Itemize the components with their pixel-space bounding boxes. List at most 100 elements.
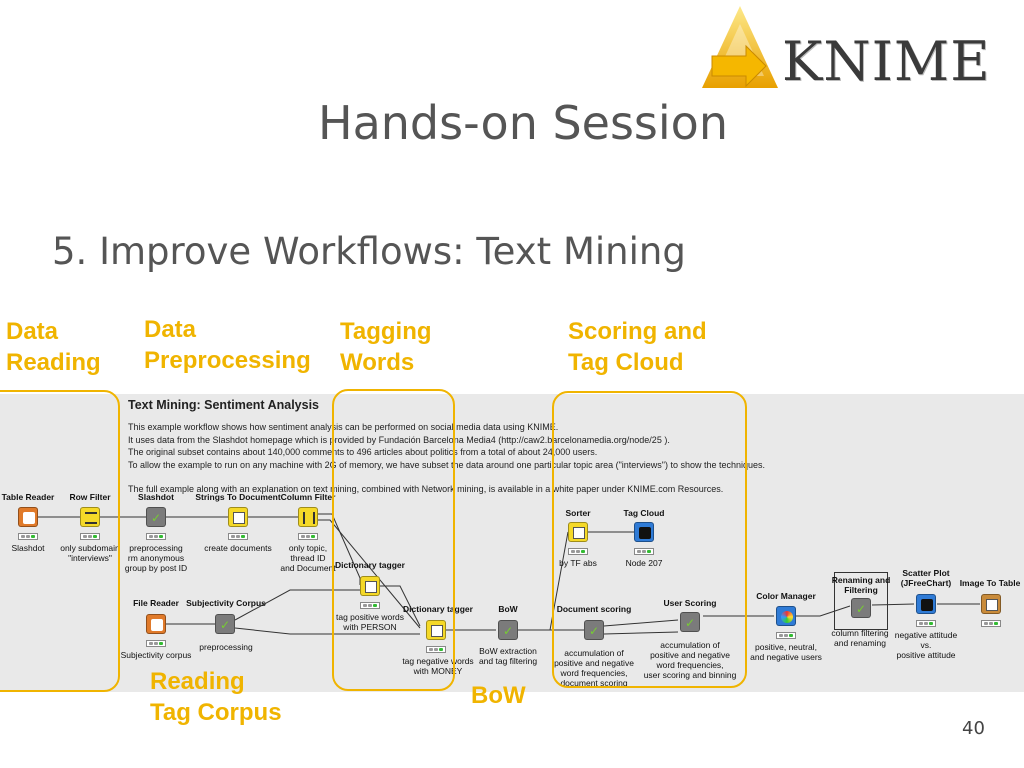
node-status [360,602,380,609]
check-icon: ✓ [151,511,162,525]
node-file-reader[interactable] [146,614,166,634]
label-line: Scoring and [568,318,707,345]
node-name-bow: BoW [498,604,518,614]
filter-icon [85,512,97,524]
node-status [146,533,166,540]
node-name-sorter: Sorter [565,508,591,518]
node-name-document-scoring: Document scoring [556,604,632,614]
node-desc-slashdot: preprocessing rm anonymous group by post… [124,543,188,573]
node-desc-sorter: by TF abs [559,558,597,568]
node-user-scoring-metanode[interactable]: ✓ [680,612,700,632]
description-line: The full example along with an explanati… [128,484,724,494]
node-desc-color-manager: positive, neutral, and negative users [750,642,822,662]
document-icon [233,512,245,524]
node-desc-tag-cloud: Node 207 [625,558,663,568]
check-icon: ✓ [685,616,696,630]
slide-title: Hands-on Session [318,96,728,150]
node-document-scoring-metanode[interactable]: ✓ [584,620,604,640]
node-name-user-scoring: User Scoring [663,598,717,608]
table-reader-icon [23,512,35,524]
check-icon: ✓ [589,624,600,638]
section-frame-scoring [552,391,747,688]
node-name-scatter-plot: Scatter Plot (JFreeChart) [900,568,952,588]
node-desc-document-scoring: accumulation of positive and negative wo… [554,648,634,688]
node-color-manager[interactable] [776,606,796,626]
label-line: Reading [150,668,245,695]
color-wheel-icon [781,611,793,623]
node-status [981,620,1001,627]
node-desc-dictionary-tagger-2: tag negative words with MONEY [402,656,474,676]
node-image-to-table[interactable] [981,594,1001,614]
description-line: To allow the example to run on any machi… [128,459,766,470]
page-number: 40 [962,718,985,739]
node-status [568,548,588,555]
description-line: It uses data from the Slashdot homepage … [128,434,670,445]
label-reading-tag-corpus: Reading Tag Corpus [150,666,282,728]
node-strings-to-document[interactable] [228,507,248,527]
label-line: Preprocessing [144,347,311,374]
node-name-table-reader: Table Reader [1,492,55,502]
node-name-color-manager: Color Manager [756,591,816,601]
node-status [298,533,318,540]
node-bow-metanode[interactable]: ✓ [498,620,518,640]
label-line: Reading [6,349,101,376]
node-slashdot-metanode[interactable]: ✓ [146,507,166,527]
label-line: Data [6,318,59,345]
scatter-plot-icon [921,599,933,611]
renaming-filtering-frame [834,572,888,630]
node-table-reader[interactable] [18,507,38,527]
tagger-icon [431,625,443,637]
node-desc-file-reader: Subjectivity corpus [120,650,192,660]
node-status [916,620,936,627]
knime-logo-text: KNIME [782,30,991,93]
node-desc-table-reader: Slashdot [11,543,45,553]
description-line: This example workflow shows how sentimen… [128,422,559,432]
check-icon: ✓ [220,618,231,632]
label-data-preprocessing: Data Preprocessing [144,314,311,376]
label-bow: BoW [471,682,526,709]
node-tag-cloud[interactable] [634,522,654,542]
section-frame-tagging-words [332,389,455,691]
label-line: Data [144,316,197,343]
node-name-subjectivity-corpus: Subjectivity Corpus [186,598,266,608]
image-table-icon [986,599,998,611]
node-dictionary-tagger-positive[interactable] [360,576,380,596]
check-icon: ✓ [856,602,867,616]
node-scatter-plot[interactable] [916,594,936,614]
node-desc-row-filter: only subdomain "interviews" [60,543,120,563]
section-frame-data-reading [0,390,120,692]
node-subjectivity-corpus-metanode[interactable]: ✓ [215,614,235,634]
node-row-filter[interactable] [80,507,100,527]
tagger-icon [365,581,377,593]
node-status [426,646,446,653]
node-desc-strings-to-document: create documents [204,543,272,553]
workflow-canvas[interactable] [0,394,1024,692]
knime-logo-triangle-icon [702,6,778,88]
label-line: Words [340,349,415,376]
label-line: Tag Corpus [150,699,282,726]
node-name-strings-to-document: Strings To Document [195,492,281,502]
node-renaming-filtering-metanode[interactable]: ✓ [851,598,871,618]
node-desc-user-scoring: accumulation of positive and negative wo… [643,640,737,680]
node-desc-dictionary-tagger-1: tag positive words with PERSON [335,612,405,632]
description-line: The original subset contains about 140,0… [128,447,598,457]
check-icon: ✓ [503,624,514,638]
node-name-image-to-table: Image To Table [959,578,1021,588]
node-status [776,632,796,639]
tag-cloud-icon [639,527,651,539]
node-name-row-filter: Row Filter [69,492,111,502]
column-filter-icon [303,512,315,524]
node-column-filter[interactable] [298,507,318,527]
node-dictionary-tagger-negative[interactable] [426,620,446,640]
node-name-file-reader: File Reader [133,598,179,608]
node-status [80,533,100,540]
node-desc-subjectivity-corpus: preprocessing [199,642,253,652]
node-name-column-filter: Column Filter [280,492,336,502]
node-desc-scatter-plot: negative attitude vs. positive attitude [894,630,958,660]
node-sorter[interactable] [568,522,588,542]
slide-subtitle: 5. Improve Workflows: Text Mining [52,230,686,273]
label-data-reading: Data Reading [6,316,101,378]
node-status [228,533,248,540]
label-line: Tag Cloud [568,349,684,376]
